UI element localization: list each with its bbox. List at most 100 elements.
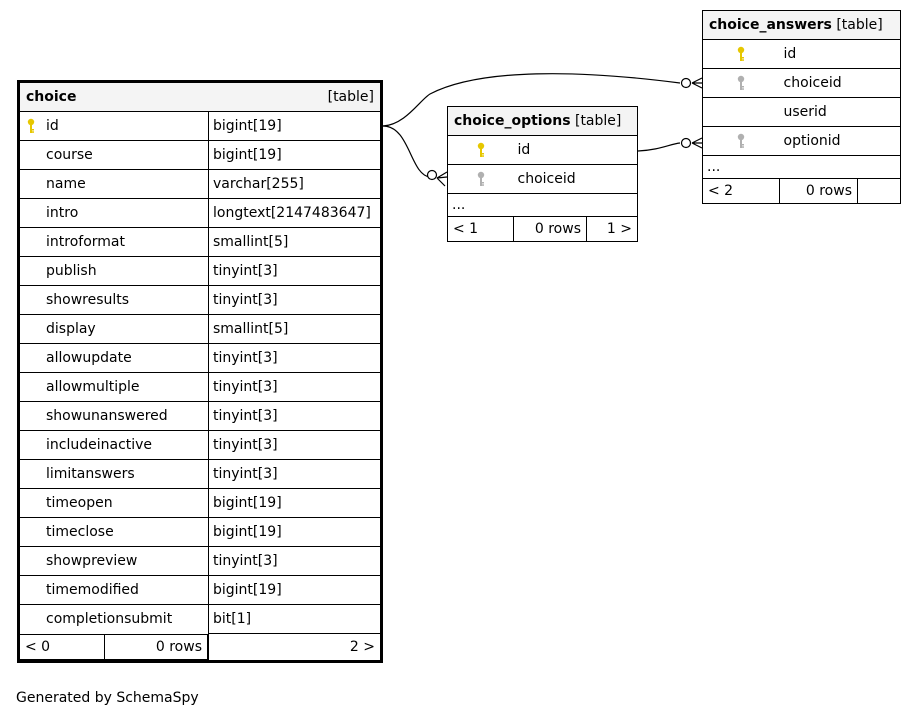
column-type: tinyint[3] [208,430,382,460]
column-type: tinyint[3] [208,256,382,286]
column-name[interactable]: timeopen [42,488,209,518]
column-name[interactable]: includeinactive [42,430,209,460]
column-name[interactable]: allowmultiple [42,372,209,402]
table-header[interactable]: [table] choice [18,81,382,112]
column-name[interactable]: timeclose [42,517,209,547]
column-name[interactable]: showunanswered [42,401,209,431]
key-cell [702,126,780,156]
parents-count[interactable]: < 0 [20,633,105,660]
column-row[interactable]: id [447,135,638,165]
key-cell [18,285,42,315]
column-name[interactable]: publish [42,256,209,286]
key-cell [18,517,42,547]
column-name[interactable]: course [42,140,209,170]
column-name[interactable]: introformat [42,227,209,257]
table-header[interactable]: choice_answers [table] [702,10,901,40]
key-cell [18,169,42,199]
optional-marker-options-choiceid [426,169,438,181]
column-row[interactable]: optionid [702,126,901,156]
column-name[interactable]: limitanswers [42,459,209,489]
column-name[interactable]: allowupdate [42,343,209,373]
column-name[interactable]: display [42,314,209,344]
foreign-key-icon [477,171,484,186]
key-cell [18,198,42,228]
column-type: tinyint[3] [208,285,382,315]
column-name[interactable]: intro [42,198,209,228]
column-type: bit[1] [208,604,382,634]
crowfoot-options-choiceid [436,171,448,187]
column-name[interactable]: optionid [779,126,901,156]
key-cell [18,256,42,286]
column-type: bigint[19] [208,488,382,518]
column-name[interactable]: id [779,39,901,69]
primary-key-icon [738,46,745,61]
optional-marker-answers-choiceid [680,77,692,89]
row-count: 0 rows [779,178,858,204]
generated-by-note: Generated by SchemaSpy [16,690,199,706]
crowfoot-answers-choiceid [691,77,703,89]
parents-count[interactable]: < 2 [702,178,780,204]
key-cell [18,111,42,141]
table-name: choice [26,89,77,105]
column-name[interactable]: choiceid [513,164,638,194]
key-cell [18,372,42,402]
column-name[interactable]: timemodified [42,575,209,605]
column-type: bigint[19] [208,517,382,547]
column-name[interactable]: name [42,169,209,199]
optional-marker-answers-optionid [680,137,692,149]
key-cell [702,68,780,98]
column-row[interactable]: userid [702,97,901,127]
key-cell [447,135,514,165]
column-name[interactable]: showresults [42,285,209,315]
column-type: tinyint[3] [208,372,382,402]
column-name[interactable]: showpreview [42,546,209,576]
column-row[interactable]: id [702,39,901,69]
children-count[interactable]: 1 > [586,216,638,242]
column-row[interactable]: choiceid [702,68,901,98]
table-header[interactable]: choice_options [table] [447,106,638,136]
key-cell [18,459,42,489]
relation-choice-to-options [382,125,431,178]
table-name: choice_options [454,113,571,129]
column-type: tinyint[3] [208,401,382,431]
column-type: longtext[2147483647] [208,198,382,228]
children-count[interactable] [857,178,901,204]
column-type: bigint[19] [208,111,382,141]
parents-count[interactable]: < 1 [447,216,514,242]
column-name[interactable]: userid [779,97,901,127]
key-cell [702,97,780,127]
column-row[interactable]: choiceid [447,164,638,194]
table-kind: [table] [836,17,883,33]
children-count[interactable]: 2 > [208,633,382,662]
key-cell [18,430,42,460]
more-columns: ... [447,193,638,217]
column-type: tinyint[3] [208,546,382,576]
column-name[interactable]: choiceid [779,68,901,98]
key-cell [18,575,42,605]
column-name[interactable]: completionsubmit [42,604,209,634]
column-name[interactable]: id [42,111,209,141]
column-name[interactable]: id [513,135,638,165]
key-cell [18,546,42,576]
